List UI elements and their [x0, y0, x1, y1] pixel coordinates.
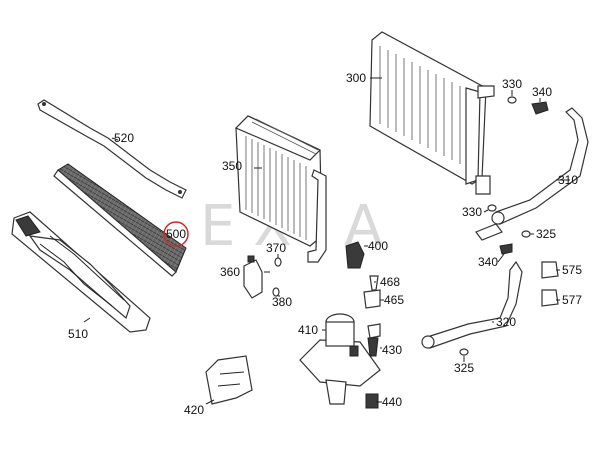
label-500[interactable]: 500 [166, 227, 186, 241]
part-468-pin[interactable] [369, 275, 379, 291]
label-510[interactable]: 510 [68, 327, 88, 341]
part-575-clamp[interactable] [541, 261, 559, 279]
part-577-clamp[interactable] [541, 289, 559, 307]
part-370-washer[interactable] [274, 257, 282, 267]
label-575[interactable]: 575 [562, 263, 582, 277]
label-380[interactable]: 380 [272, 295, 292, 309]
label-468[interactable]: 468 [380, 275, 400, 289]
part-320-pipe[interactable] [421, 260, 523, 349]
part-430-sensor[interactable] [367, 323, 381, 357]
label-420[interactable]: 420 [184, 403, 204, 417]
label-330-lower[interactable]: 330 [462, 205, 482, 219]
part-520-bracket[interactable] [37, 99, 187, 199]
part-325-washer-bottom[interactable] [459, 348, 469, 356]
part-360-expansion-valve[interactable] [243, 255, 263, 299]
label-520[interactable]: 520 [114, 131, 134, 145]
label-310[interactable]: 310 [558, 173, 578, 187]
part-300-heater-core[interactable] [369, 31, 495, 195]
part-400-grommet[interactable] [345, 241, 365, 269]
label-577[interactable]: 577 [562, 293, 582, 307]
label-430[interactable]: 430 [382, 343, 402, 357]
part-325-washer-right[interactable] [521, 230, 531, 238]
label-340-upper[interactable]: 340 [532, 85, 552, 99]
part-330-seal-lower[interactable] [487, 204, 497, 212]
label-300[interactable]: 300 [346, 71, 366, 85]
label-340-lower[interactable]: 340 [478, 255, 498, 269]
part-350-evaporator[interactable] [234, 115, 327, 263]
label-410[interactable]: 410 [298, 323, 318, 337]
part-420-bracket[interactable] [205, 355, 253, 405]
label-325-right[interactable]: 325 [536, 227, 556, 241]
part-510-filter-housing[interactable] [11, 211, 151, 333]
label-440[interactable]: 440 [382, 395, 402, 409]
part-465-connector[interactable] [363, 289, 381, 309]
label-400[interactable]: 400 [368, 239, 388, 253]
label-465[interactable]: 465 [384, 293, 404, 307]
label-325-bottom[interactable]: 325 [454, 361, 474, 375]
label-350[interactable]: 350 [222, 159, 242, 173]
label-330-upper[interactable]: 330 [502, 77, 522, 91]
part-410-water-valve[interactable] [299, 313, 381, 405]
label-320[interactable]: 320 [496, 315, 516, 329]
leader-lines [83, 77, 570, 405]
hose-connector[interactable] [475, 223, 503, 241]
part-440-fitting[interactable] [365, 393, 379, 409]
part-330-seal-upper[interactable] [507, 96, 517, 104]
label-370[interactable]: 370 [266, 241, 286, 255]
label-360[interactable]: 360 [220, 265, 240, 279]
part-340-clip-upper[interactable] [531, 101, 549, 115]
part-310-pipe[interactable] [491, 107, 589, 225]
part-500-cabin-filter[interactable] [53, 163, 187, 277]
highlight-ring-500 [163, 221, 189, 247]
part-380-washer[interactable] [272, 287, 280, 297]
part-340-clip-lower[interactable] [499, 243, 513, 255]
